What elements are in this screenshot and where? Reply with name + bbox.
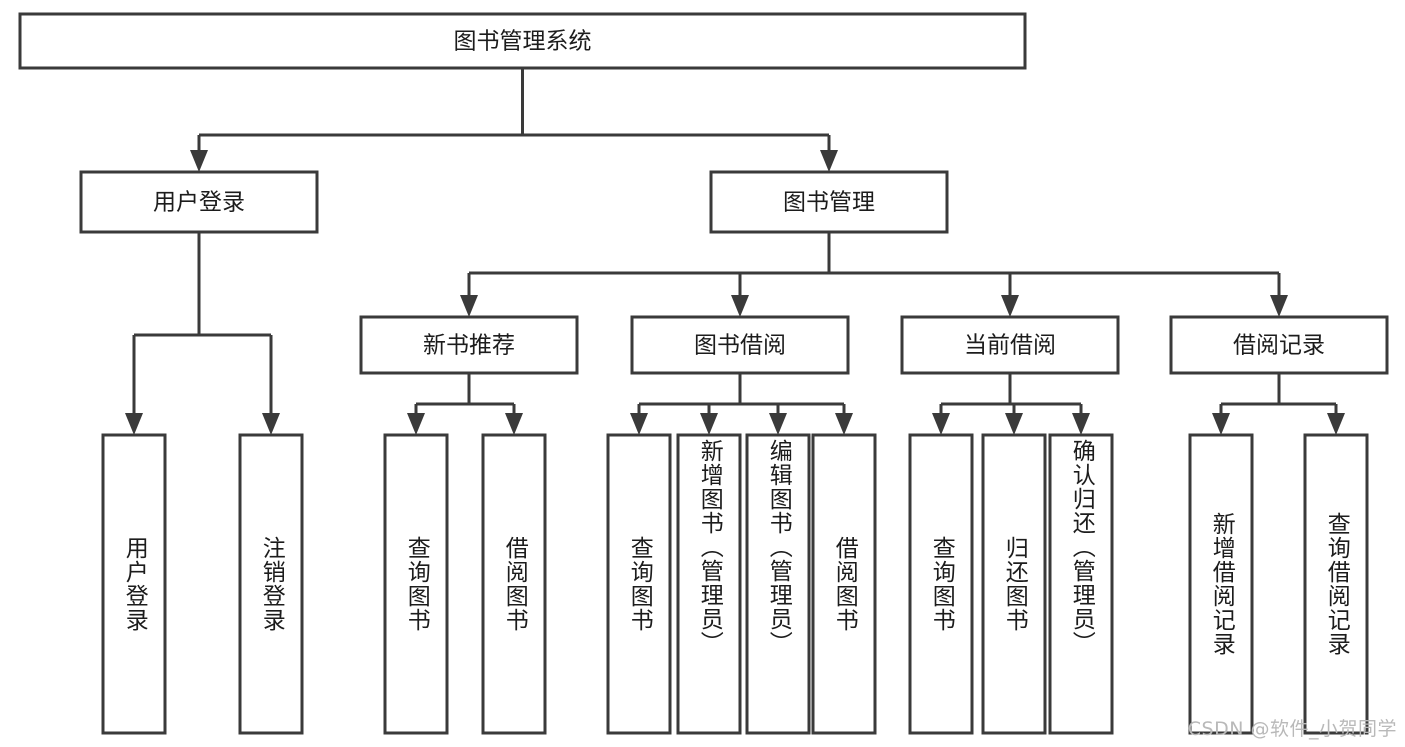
node-box-root[interactable] [18,12,1027,70]
node-box-user-login[interactable] [79,170,319,234]
node-label-user-login: 用户登录 [153,190,245,216]
node-box-book-manage[interactable] [709,170,949,234]
arrowhead-leaf-query-book-1 [407,413,425,435]
arrowhead-leaf-query-record [1327,413,1345,435]
node-box-borrow-record[interactable] [1169,315,1389,375]
connector-layer [125,68,1345,435]
arrowhead-current-borrow [1001,295,1019,317]
node-layer: 图书管理系统 用户登录 图书管理 新书推荐 图书借阅 当前借阅 借阅记录 [18,12,1389,735]
node-box-new-book-recommend[interactable] [359,315,579,375]
csdn-watermark: CSDN @软件_小贺同学 [1187,718,1397,740]
arrowhead-leaf-query-book-3 [932,413,950,435]
arrowhead-book-borrow [731,295,749,317]
arrowhead-user-login [190,150,208,172]
node-label-book-borrow: 图书借阅 [694,333,786,359]
node-box-leaf-return-book[interactable] [981,433,1047,735]
node-box-leaf-query-book-3[interactable] [908,433,974,735]
node-box-leaf-add-book[interactable] [676,433,742,735]
arrowhead-leaf-confirm-return [1072,413,1090,435]
node-box-leaf-edit-book[interactable] [745,433,811,735]
arrowhead-leaf-add-record [1212,413,1230,435]
arrowhead-leaf-edit-book [769,413,787,435]
arrowhead-leaf-logout [262,413,280,435]
node-box-leaf-add-record[interactable] [1188,433,1254,735]
node-label-new-book-recommend: 新书推荐 [423,333,515,359]
node-box-leaf-borrow-book-1[interactable] [481,433,547,735]
node-box-current-borrow[interactable] [900,315,1120,375]
arrowhead-leaf-borrow-book-1 [505,413,523,435]
node-box-leaf-logout[interactable] [238,433,304,735]
node-box-leaf-borrow-book-2[interactable] [811,433,877,735]
arrowhead-borrow-record [1270,295,1288,317]
node-box-leaf-query-book-1[interactable] [383,433,449,735]
arrowhead-leaf-user-login [125,413,143,435]
arrowhead-leaf-return-book [1005,413,1023,435]
arrowhead-book-manage [820,150,838,172]
arrowhead-leaf-borrow-book-2 [835,413,853,435]
node-box-leaf-user-login[interactable] [101,433,167,735]
arrowhead-leaf-add-book [700,413,718,435]
node-box-leaf-query-book-2[interactable] [606,433,672,735]
node-label-current-borrow: 当前借阅 [964,333,1056,359]
node-box-leaf-confirm-return[interactable] [1048,433,1114,735]
arrowhead-new-book-recommend [460,295,478,317]
node-label-borrow-record: 借阅记录 [1233,333,1325,359]
arrowhead-leaf-query-book-2 [630,413,648,435]
node-label-book-manage: 图书管理 [783,190,875,216]
node-box-leaf-query-record[interactable] [1303,433,1369,735]
node-label-root: 图书管理系统 [454,29,592,55]
node-box-book-borrow[interactable] [630,315,850,375]
